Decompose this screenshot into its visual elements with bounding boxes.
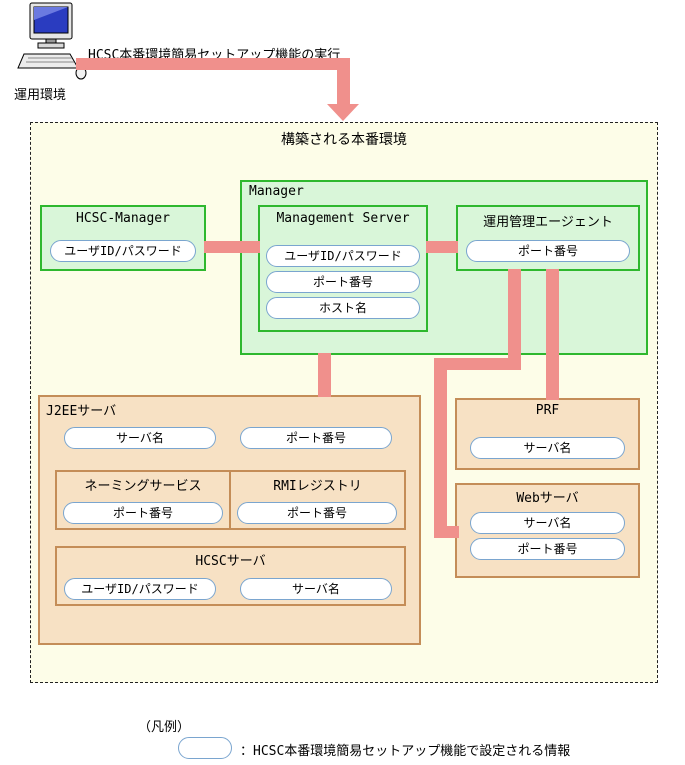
connector-managementserver-agent	[426, 241, 458, 253]
web-server-port-pill: ポート番号	[470, 538, 625, 560]
j2ee-server-name-pill: サーバ名	[64, 427, 216, 449]
prf-title: PRF	[535, 403, 560, 418]
naming-service-port-pill: ポート番号	[63, 502, 223, 524]
agent-title: 運用管理エージェント	[483, 215, 613, 230]
hcsc-server-userid-password-pill: ユーザID/パスワード	[64, 578, 216, 600]
hcsc-manager-title: HCSC-Manager	[76, 211, 170, 226]
setup-arrow-head-icon	[327, 104, 359, 121]
management-server-hostname-pill: ホスト名	[266, 297, 420, 319]
manager-title: Manager	[249, 184, 304, 199]
management-server-title: Management Server	[276, 211, 410, 226]
rmi-registry-title: RMIレジストリ	[273, 479, 362, 494]
connector-agent-web-segment2	[434, 358, 521, 370]
production-env-title: 構築される本番環境	[281, 132, 407, 148]
web-server-title: Webサーバ	[516, 491, 579, 506]
legend-label: （凡例）	[138, 720, 191, 735]
j2ee-server-title: J2EEサーバ	[46, 404, 117, 419]
connector-agent-prf	[546, 269, 559, 400]
j2ee-port-pill: ポート番号	[240, 427, 392, 449]
hcsc-server-name-pill: サーバ名	[240, 578, 392, 600]
naming-service-title: ネーミングサービス	[84, 479, 202, 494]
hcsc-manager-userid-password-pill: ユーザID/パスワード	[50, 240, 196, 262]
legend-pill-icon	[178, 737, 232, 759]
web-server-name-pill: サーバ名	[470, 512, 625, 534]
computer-icon	[17, 2, 87, 80]
setup-arrow-horizontal	[76, 58, 350, 70]
connector-agent-web-segment1	[508, 269, 521, 370]
management-server-port-pill: ポート番号	[266, 271, 420, 293]
management-server-userid-password-pill: ユーザID/パスワード	[266, 245, 420, 267]
connector-agent-web-segment3	[434, 358, 447, 538]
legend-text: ：HCSC本番環境簡易セットアップ機能で設定される情報	[240, 744, 571, 759]
setup-arrow-vertical	[337, 58, 350, 105]
agent-port-pill: ポート番号	[466, 240, 630, 262]
connector-hcscmanager-managementserver	[204, 241, 260, 253]
prf-server-name-pill: サーバ名	[470, 437, 625, 459]
connector-agent-web-segment4	[434, 526, 459, 538]
rmi-registry-port-pill: ポート番号	[237, 502, 397, 524]
connector-manager-j2ee	[318, 353, 331, 397]
operation-env-label: 運用環境	[14, 88, 67, 103]
hcsc-server-title: HCSCサーバ	[195, 554, 266, 569]
